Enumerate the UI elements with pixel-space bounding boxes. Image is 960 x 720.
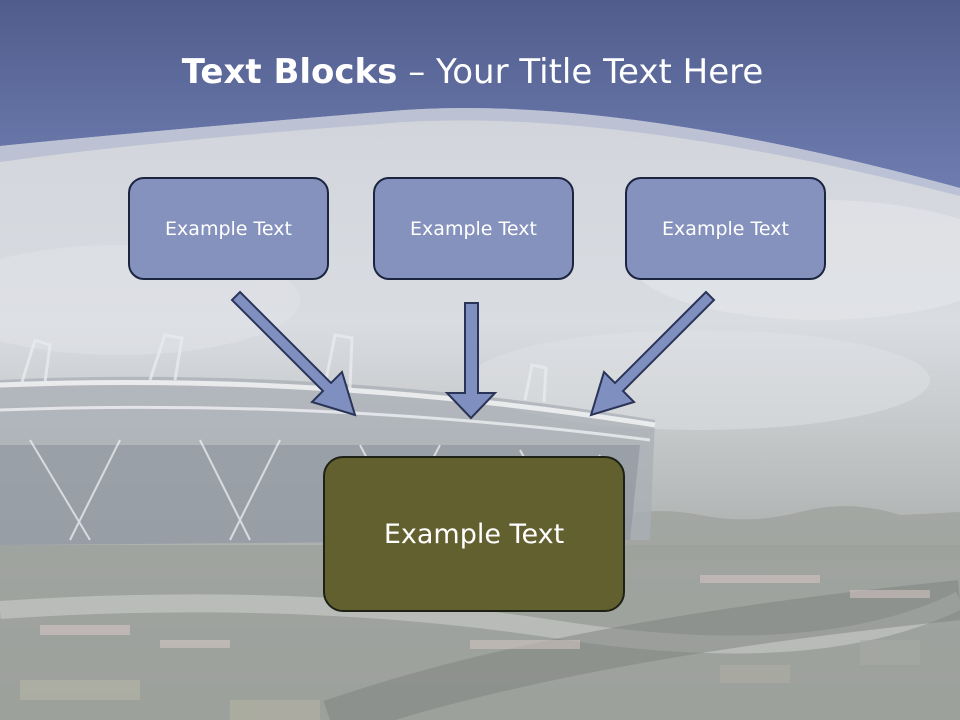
title-rest: – Your Title Text Here	[397, 52, 764, 92]
main-text-block-label: Example Text	[383, 518, 565, 550]
arrow-left	[230, 290, 357, 417]
text-block-3-label: Example Text	[662, 217, 789, 240]
header-banner	[0, 0, 960, 196]
slide-title: Text Blocks – Your Title Text Here	[0, 52, 945, 92]
main-text-block[interactable]: Example Text	[323, 456, 625, 612]
text-block-1-label: Example Text	[165, 217, 292, 240]
arrow-right	[589, 290, 716, 417]
text-block-1[interactable]: Example Text	[128, 177, 329, 280]
title-bold: Text Blocks	[181, 52, 398, 92]
text-block-3[interactable]: Example Text	[625, 177, 826, 280]
arrow-center	[444, 302, 498, 420]
text-block-2-label: Example Text	[410, 217, 537, 240]
text-block-2[interactable]: Example Text	[373, 177, 574, 280]
